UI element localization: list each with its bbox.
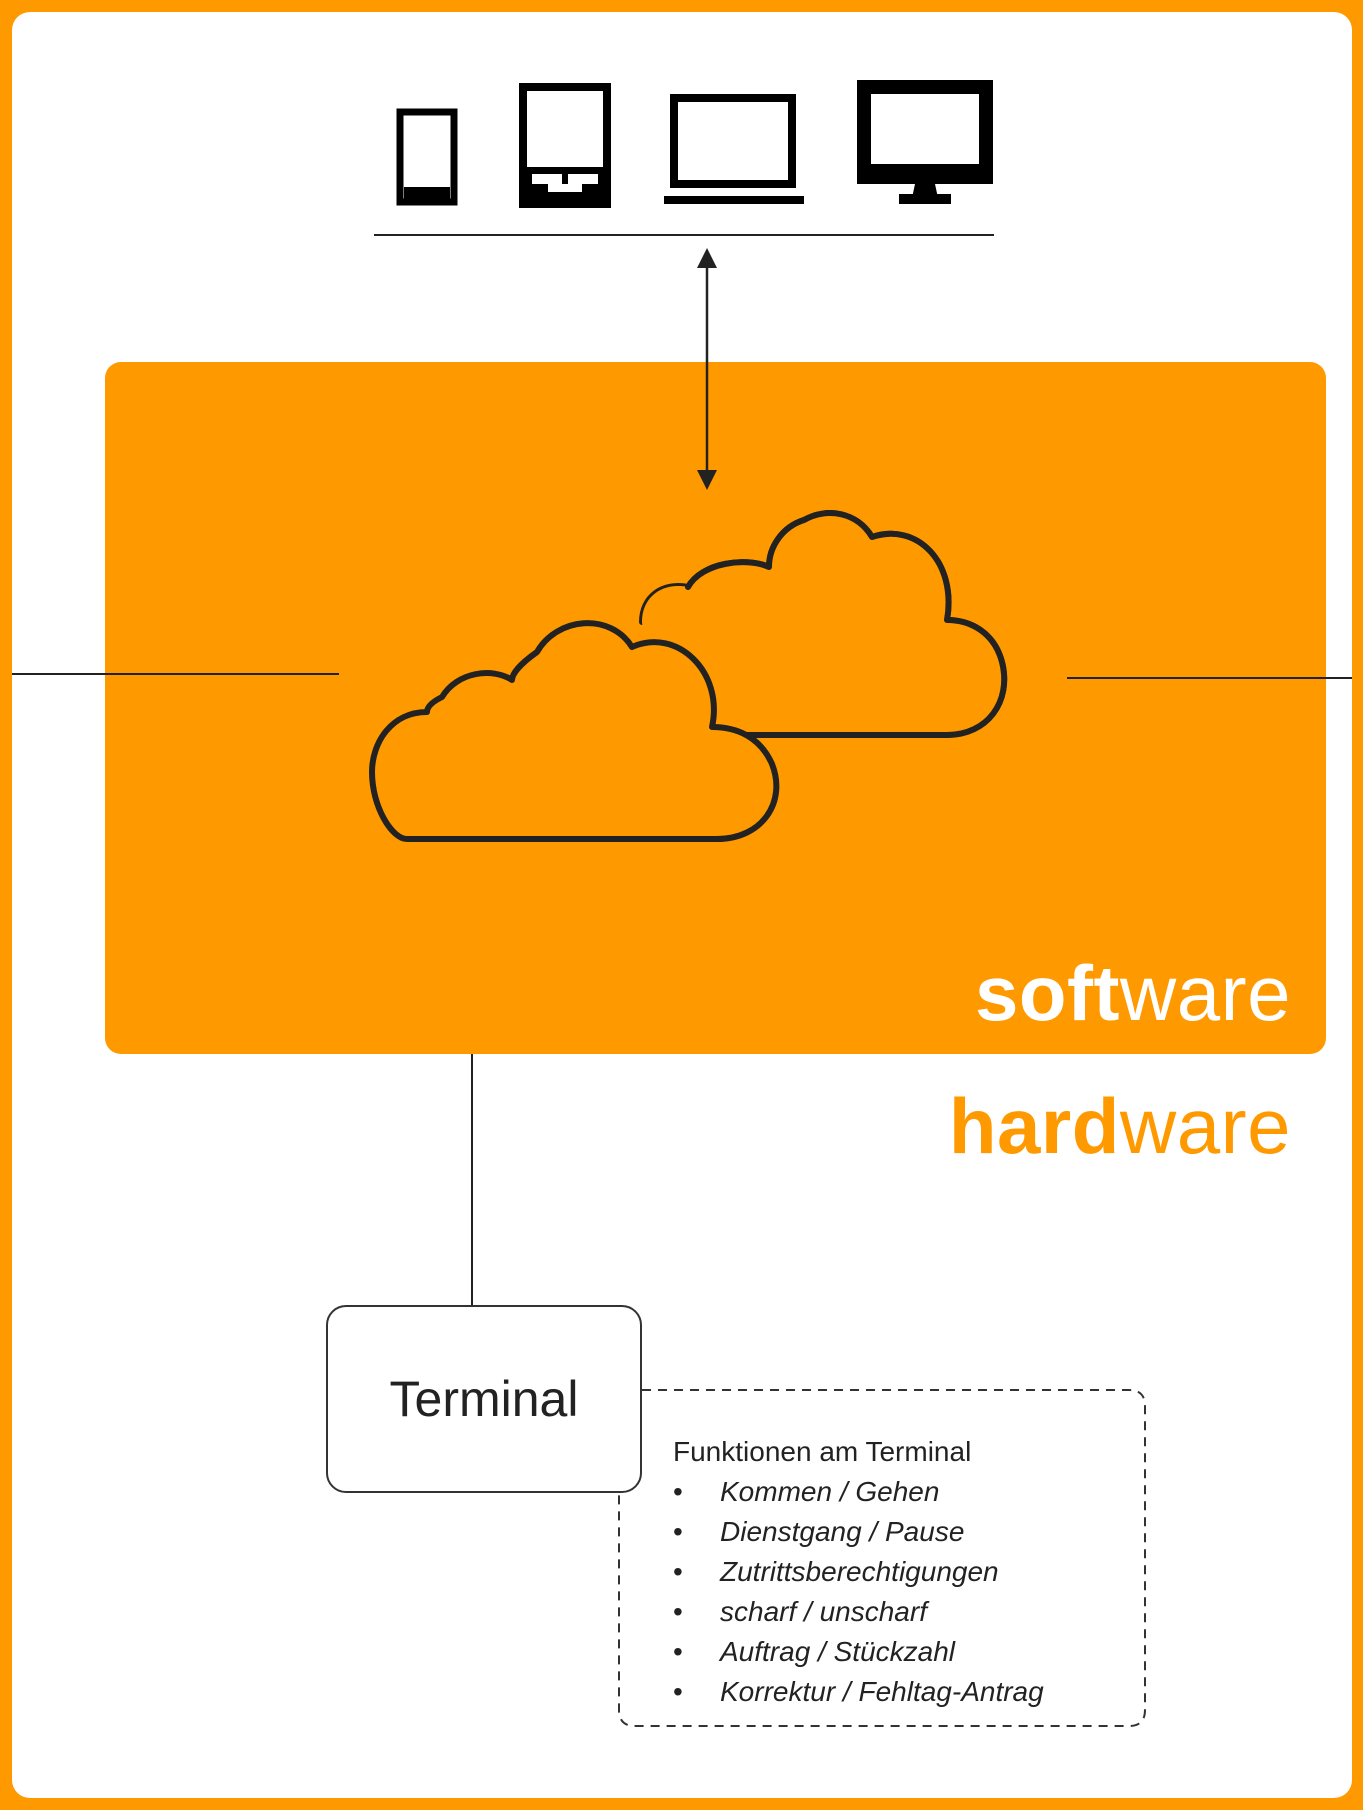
tablet-icon [519,83,611,208]
function-item: scharf / unscharf [673,1592,1143,1632]
software-label-regular: ware [1119,949,1291,1037]
connector-layer [12,248,1352,1305]
function-item: Auftrag / Stückzahl [673,1632,1143,1672]
hardware-label-regular: ware [1119,1082,1291,1170]
desktop-monitor-icon [857,80,993,204]
smartphone-icon [396,108,458,206]
terminal-functions: Funktionen am Terminal Kommen / Gehen Di… [673,1432,1143,1712]
terminal-label: Terminal [389,1371,579,1427]
terminal-box: Terminal [326,1305,642,1493]
hardware-label: hardware [949,1087,1291,1165]
diagram-frame: software hardware Terminal Funktionen am… [12,12,1352,1798]
function-item: Kommen / Gehen [673,1472,1143,1512]
functions-list: Kommen / Gehen Dienstgang / Pause Zutrit… [673,1472,1143,1712]
functions-dashed-box [618,1389,1146,1727]
hardware-label-bold: hard [948,1082,1120,1170]
cloud-front-icon [369,620,780,842]
function-item: Dienstgang / Pause [673,1512,1143,1552]
software-label: software [975,954,1291,1032]
function-item: Zutrittsberechtigungen [673,1552,1143,1592]
software-label-bold: soft [974,949,1120,1037]
functions-heading: Funktionen am Terminal [673,1436,972,1467]
laptop-icon [664,94,804,204]
function-item: Korrektur / Fehltag-Antrag [673,1672,1143,1712]
device-row [374,80,994,236]
